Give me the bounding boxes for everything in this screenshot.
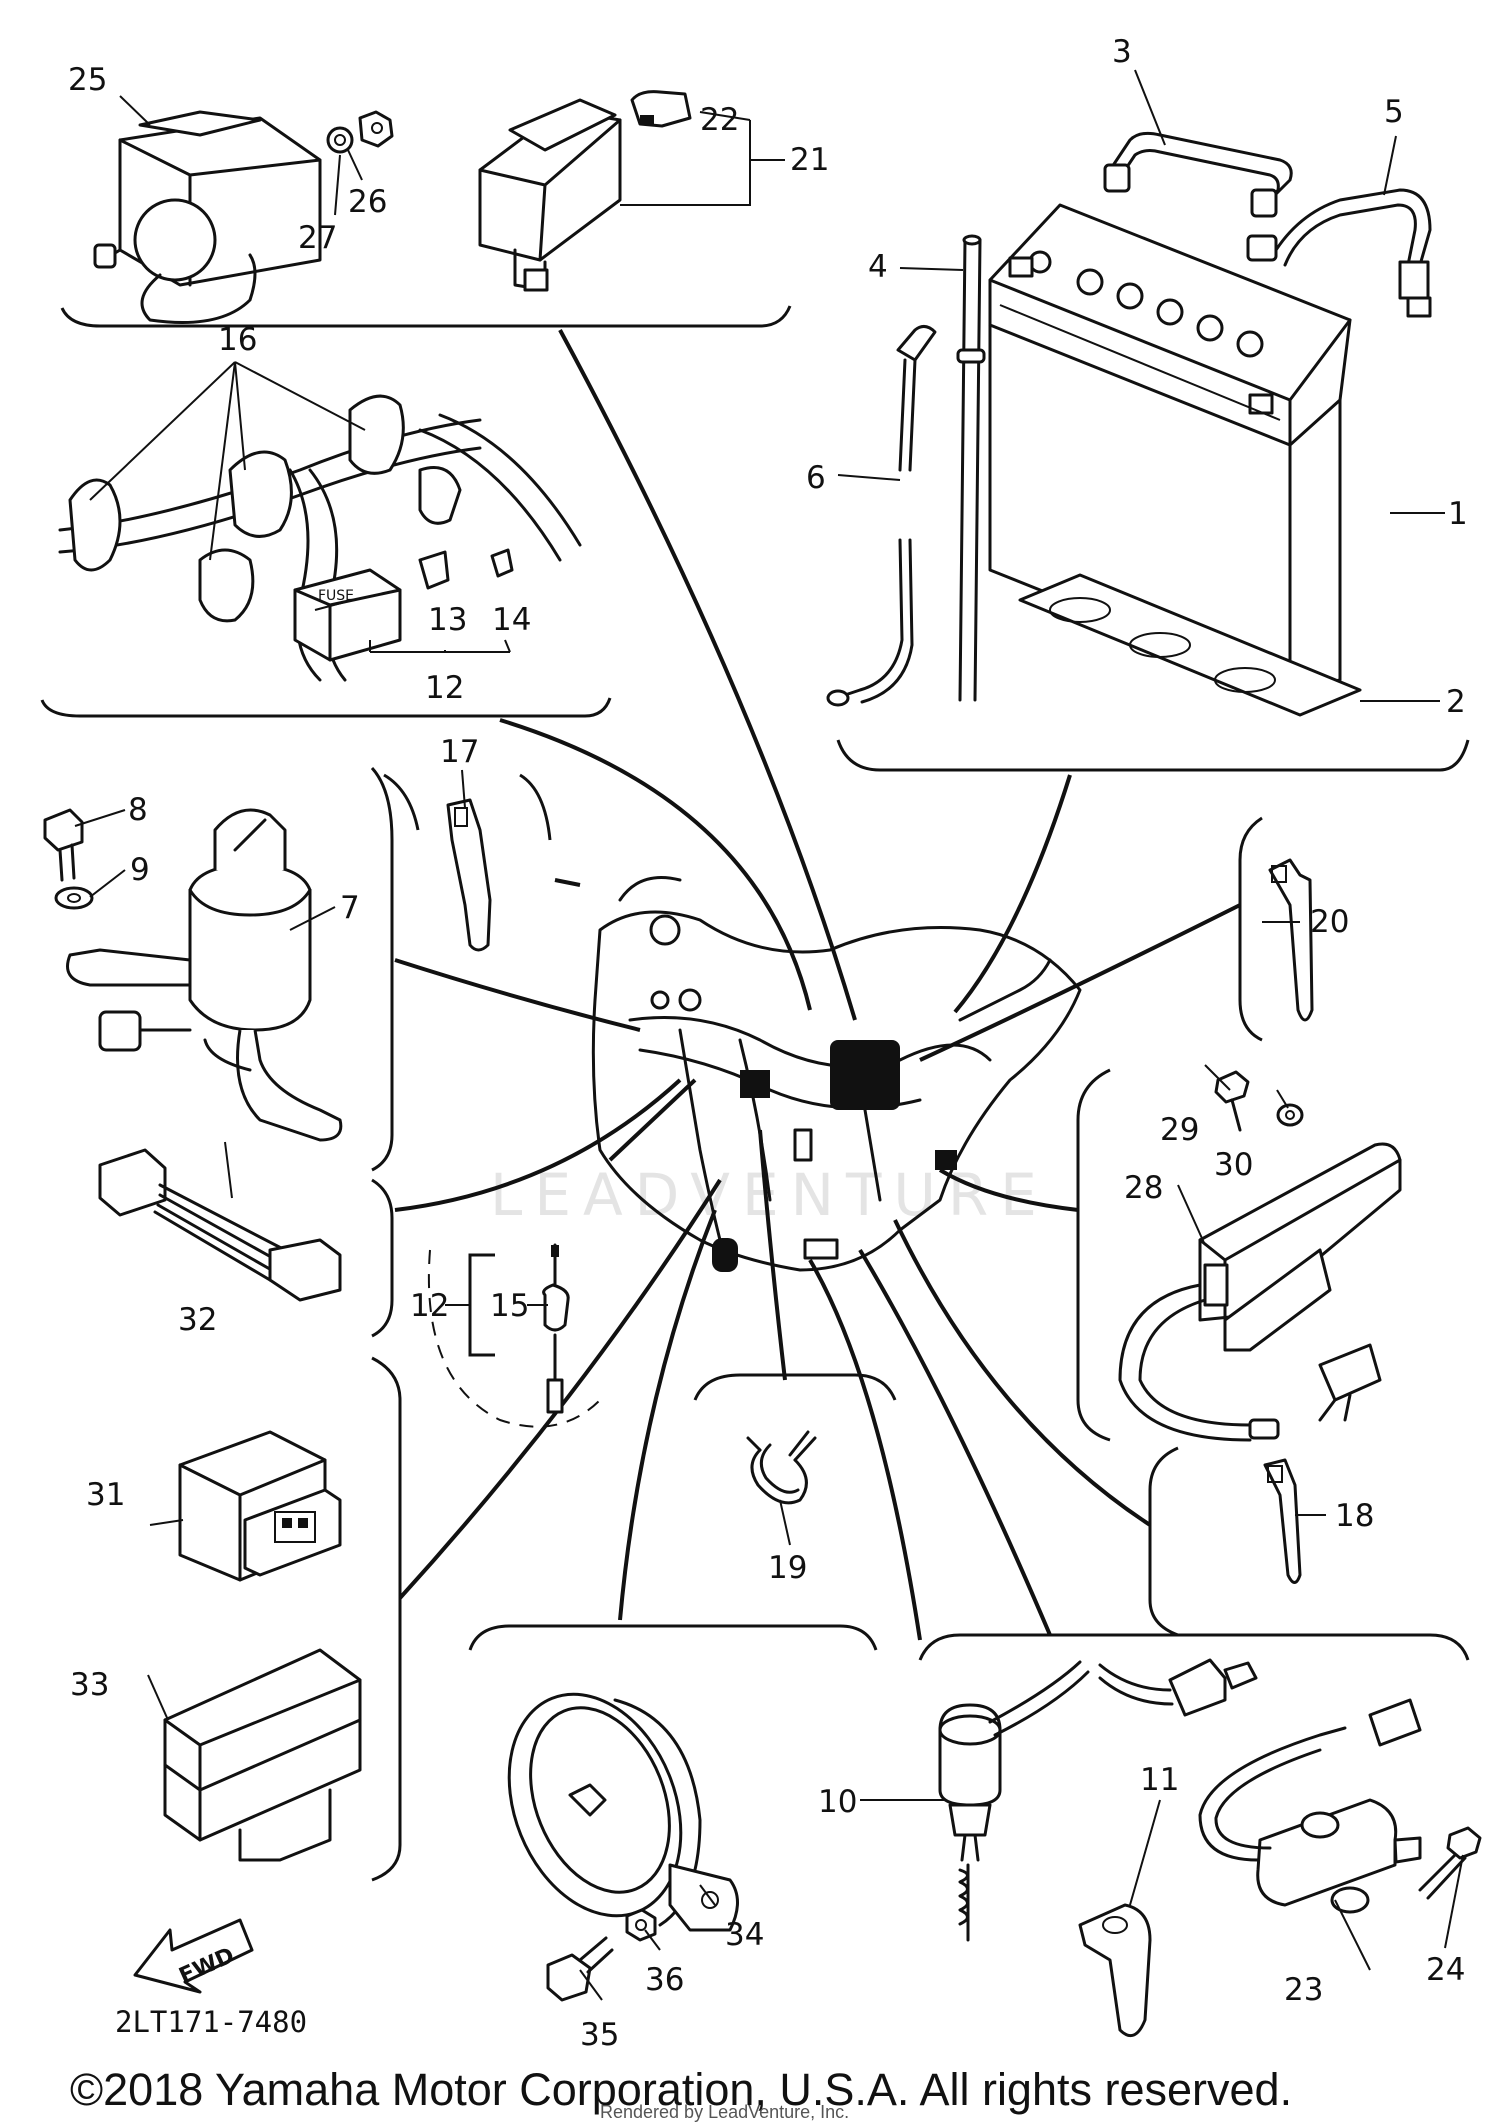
callout-7: 7 <box>340 890 360 926</box>
callout-18: 18 <box>1335 1498 1374 1534</box>
callout-20: 20 <box>1310 904 1349 940</box>
callout-16: 16 <box>218 322 257 358</box>
callout-36: 36 <box>645 1962 684 1998</box>
part-7-main-switch <box>66 808 343 1142</box>
callout-29: 29 <box>1160 1112 1199 1148</box>
part-4-breather-hose <box>956 234 986 702</box>
callout-5: 5 <box>1384 94 1404 130</box>
part-5-positive-lead <box>1246 188 1432 318</box>
part-3-battery-band <box>1103 131 1293 218</box>
callout-labels: 1 2 3 4 5 6 7 8 9 10 11 12 12 13 14 15 1… <box>68 34 1468 2053</box>
section-frames <box>40 305 1470 1882</box>
callout-24: 24 <box>1426 1952 1465 1988</box>
callout-34: 34 <box>725 1917 764 1953</box>
part-12-fuse-box: FUSE <box>293 568 402 662</box>
rendered-by-credit: Rendered by LeadVenture, Inc. <box>600 2102 849 2122</box>
part-23-condenser <box>1198 1698 1422 1914</box>
callout-leaders <box>74 69 1464 2001</box>
part-35-bolt <box>546 1936 614 2002</box>
callout-32: 32 <box>178 1302 217 1338</box>
part-36-nut <box>625 1908 657 1942</box>
callout-22: 22 <box>700 102 739 138</box>
part-9-washer <box>54 886 94 910</box>
callout-15: 15 <box>490 1288 529 1324</box>
part-29-screw <box>1214 1070 1250 1132</box>
callout-28: 28 <box>1124 1170 1163 1206</box>
callout-31: 31 <box>86 1477 125 1513</box>
callout-26: 26 <box>348 184 387 220</box>
part-30-washer <box>1276 1103 1304 1127</box>
part-26-nut <box>358 110 394 148</box>
part-22-fuse <box>630 90 692 128</box>
part-24-screw <box>1418 1826 1482 1900</box>
callout-23: 23 <box>1284 1972 1323 2008</box>
connector-curves <box>394 329 1241 1641</box>
part-8-bolt <box>43 808 84 882</box>
copyright-notice: ©2018 Yamaha Motor Corporation, U.S.A. A… <box>70 2064 1292 2115</box>
part-31-relay <box>178 1430 342 1582</box>
callout-9: 9 <box>130 852 150 888</box>
callout-6: 6 <box>806 460 826 496</box>
part-19-clamp <box>746 1430 817 1505</box>
callout-21: 21 <box>790 142 829 178</box>
part-14-fuse <box>490 548 514 578</box>
part-33-control-unit <box>163 1648 362 1862</box>
part-6-negative-lead <box>826 325 937 707</box>
part-27-nut <box>326 126 354 154</box>
part-32-lead-wire <box>98 1148 342 1302</box>
part-11-bracket <box>1078 1903 1152 2038</box>
callout-35: 35 <box>580 2017 619 2053</box>
callout-27: 27 <box>298 220 337 256</box>
part-25-unit <box>93 110 322 324</box>
callout-2: 2 <box>1446 684 1466 720</box>
callout-12-left: 12 <box>410 1288 449 1324</box>
callout-11: 11 <box>1140 1762 1179 1798</box>
part-10-switch <box>938 1658 1258 1942</box>
part-20-cable-tie <box>1268 858 1314 1022</box>
callout-10: 10 <box>818 1784 857 1820</box>
diagram-code: 2LT171-7480 <box>115 2005 307 2039</box>
callout-17: 17 <box>440 734 479 770</box>
callout-19: 19 <box>768 1550 807 1586</box>
part-18-cable-tie <box>1263 1458 1302 1584</box>
part-21-relay <box>478 98 622 292</box>
part-1-battery <box>988 203 1352 692</box>
callout-33: 33 <box>70 1667 109 1703</box>
callout-bracket-12-15 <box>445 1253 548 1357</box>
main-wire-harness <box>591 876 1082 1272</box>
forward-arrow: FWD <box>133 1918 254 1994</box>
callout-4: 4 <box>868 249 888 285</box>
callout-1: 1 <box>1448 496 1468 532</box>
part-28-rectifier <box>1118 1142 1402 1442</box>
part-16-wire-bundle <box>58 394 582 682</box>
part-15-fuse-holder <box>542 1243 570 1414</box>
part-34-horn <box>507 1692 739 1932</box>
callout-12-top: 12 <box>425 670 464 706</box>
part-17-cable-tie <box>446 798 492 952</box>
callout-14: 14 <box>492 602 531 638</box>
part-2-battery-pad <box>1018 573 1362 717</box>
part-13-fuse <box>418 550 450 590</box>
callout-13: 13 <box>428 602 467 638</box>
callout-8: 8 <box>128 792 148 828</box>
callout-3: 3 <box>1112 34 1132 70</box>
callout-25: 25 <box>68 62 107 98</box>
callout-30: 30 <box>1214 1147 1253 1183</box>
svg-text:FUSE: FUSE <box>318 588 354 604</box>
